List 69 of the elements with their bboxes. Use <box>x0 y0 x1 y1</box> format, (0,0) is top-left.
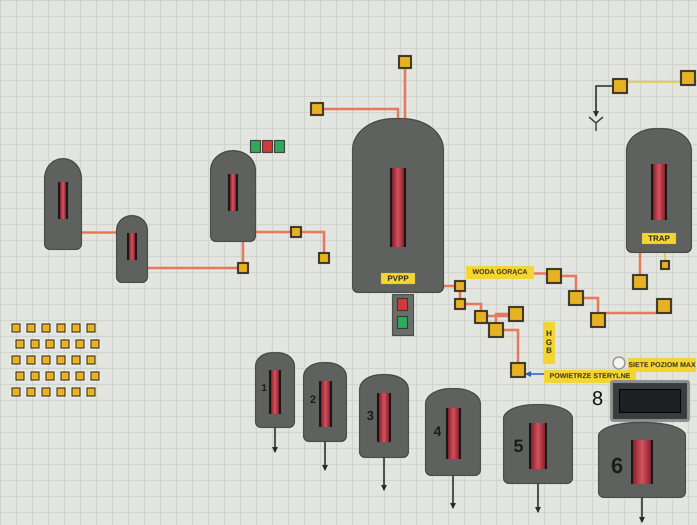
valve-box <box>680 70 696 86</box>
tank-number: 1 <box>261 382 267 394</box>
valve-box <box>398 55 412 69</box>
tank <box>598 422 686 498</box>
pipe-line <box>458 292 462 298</box>
pipe-line <box>302 230 326 252</box>
valve-box <box>454 298 466 310</box>
label-plate: HGB <box>543 322 555 364</box>
pipe-line <box>606 312 656 314</box>
arrow <box>322 442 328 471</box>
pipe-line <box>466 302 482 310</box>
tank <box>425 388 481 476</box>
pipe-line <box>404 69 406 118</box>
valve-box <box>237 262 249 274</box>
valve-box <box>310 102 324 116</box>
pipe-line <box>488 314 508 318</box>
valve-box <box>318 252 330 264</box>
arrow <box>272 428 278 453</box>
valve-box <box>454 280 466 292</box>
tank <box>352 118 444 293</box>
arrow <box>381 458 387 491</box>
tank-label: PVPP <box>381 273 415 284</box>
valve-box <box>290 226 302 238</box>
tank-number: 4 <box>434 423 442 440</box>
tank-number: 2 <box>310 394 316 406</box>
tank <box>210 150 256 242</box>
pipe-line <box>324 108 400 118</box>
tank <box>255 352 295 428</box>
valve-box <box>656 298 672 314</box>
pipe-line <box>82 231 116 234</box>
tank-label: TRAP <box>642 233 676 244</box>
valve-box <box>474 310 488 324</box>
pipe-line <box>242 242 244 262</box>
valve-box <box>590 312 606 328</box>
pipe-line <box>584 296 600 312</box>
valve-box <box>488 322 504 338</box>
arrow <box>525 371 544 377</box>
tank-number: 3 <box>366 408 374 423</box>
pipe-line <box>494 312 508 322</box>
pipe-line <box>256 230 290 234</box>
tank <box>303 362 347 442</box>
arrow <box>639 498 645 523</box>
pipe-line <box>664 253 666 260</box>
valve-box <box>508 306 524 322</box>
tank-number: 5 <box>514 436 524 458</box>
valve-box <box>632 274 648 290</box>
tank <box>44 158 82 250</box>
pipe-line <box>534 272 546 275</box>
pipe-line <box>444 284 454 288</box>
tank-number: 6 <box>611 452 624 479</box>
pipe-line <box>638 253 642 274</box>
tank <box>503 404 573 484</box>
pipe-line <box>148 266 237 270</box>
pipe-line <box>504 328 520 362</box>
tank <box>626 128 692 253</box>
number-label: 8 <box>592 388 604 411</box>
valve-box <box>510 362 526 378</box>
tank <box>359 374 409 458</box>
valve-box <box>546 268 562 284</box>
pipe-line <box>628 81 680 83</box>
arrow <box>535 484 541 513</box>
arrow <box>450 476 456 509</box>
pipe-line <box>562 274 578 290</box>
arrow <box>593 85 612 117</box>
valve-box <box>660 260 670 270</box>
digital-display <box>610 380 690 422</box>
valve-box <box>568 290 584 306</box>
tank <box>116 215 148 283</box>
valve-box <box>612 78 628 94</box>
